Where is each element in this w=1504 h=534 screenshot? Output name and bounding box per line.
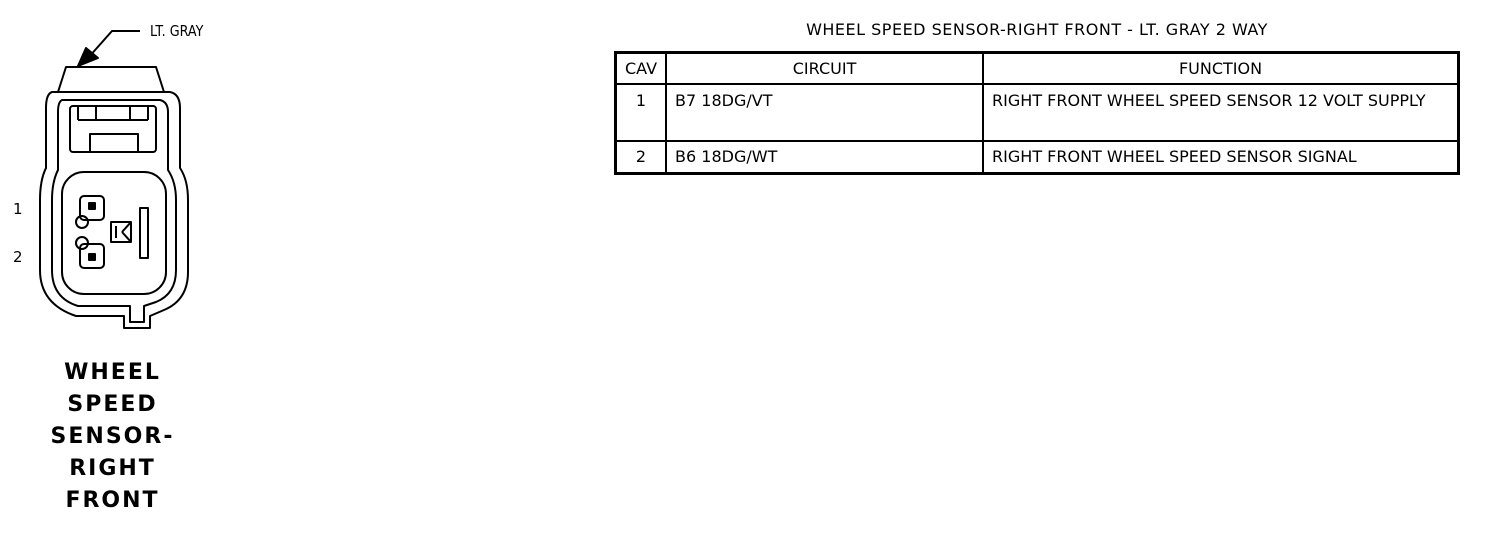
pin-label-2: 2: [13, 248, 23, 266]
cavity-1: [79, 195, 105, 221]
caption-line: RIGHT: [69, 456, 156, 481]
header-function: FUNCTION: [982, 51, 1460, 85]
table-row: 2 B6 18DG/WT RIGHT FRONT WHEEL SPEED SEN…: [614, 140, 1460, 175]
cavity-2: [79, 243, 105, 269]
connector-color-label: LT. GRAY: [150, 23, 204, 40]
caption-line: WHEEL: [64, 360, 161, 385]
cavity-1-pin: [75, 215, 89, 229]
latch-housing: [69, 105, 157, 153]
header-cav: CAV: [614, 51, 668, 85]
pinout-table: CAV CIRCUIT FUNCTION 1 B7 18DG/VT RIGHT …: [614, 51, 1460, 175]
keying-rib: [139, 207, 149, 259]
connector-housing-outer: [39, 91, 189, 329]
color-leader-line: [87, 30, 140, 59]
cell-circuit: B6 18DG/WT: [665, 140, 985, 175]
latch-tab: [89, 133, 139, 153]
keying-feature: [110, 221, 132, 243]
cell-cav: 1: [614, 83, 668, 142]
caption-line: FRONT: [65, 488, 160, 513]
cell-function: RIGHT FRONT WHEEL SPEED SENSOR SIGNAL: [982, 140, 1460, 175]
table-title: WHEEL SPEED SENSOR-RIGHT FRONT - LT. GRA…: [806, 20, 1268, 39]
table-header-row: CAV CIRCUIT FUNCTION: [614, 51, 1460, 85]
connector-housing-inner: [51, 99, 177, 323]
cell-function: RIGHT FRONT WHEEL SPEED SENSOR 12 VOLT S…: [982, 83, 1460, 142]
pin-label-1: 1: [13, 200, 23, 218]
terminal-face: [61, 171, 167, 295]
cell-cav: 2: [614, 140, 668, 175]
header-circuit: CIRCUIT: [665, 51, 985, 85]
connector-cap: [57, 66, 165, 93]
connector-diagram: LT. GRAY 1 2: [13, 23, 204, 329]
cell-circuit: B7 18DG/VT: [665, 83, 985, 142]
caption-line: SPEED: [67, 392, 158, 417]
connector-caption: WHEEL SPEED SENSOR- RIGHT FRONT: [40, 357, 185, 517]
leader-arrow-icon: [77, 47, 99, 67]
caption-line: SENSOR-: [50, 424, 175, 449]
table-row: 1 B7 18DG/VT RIGHT FRONT WHEEL SPEED SEN…: [614, 83, 1460, 142]
